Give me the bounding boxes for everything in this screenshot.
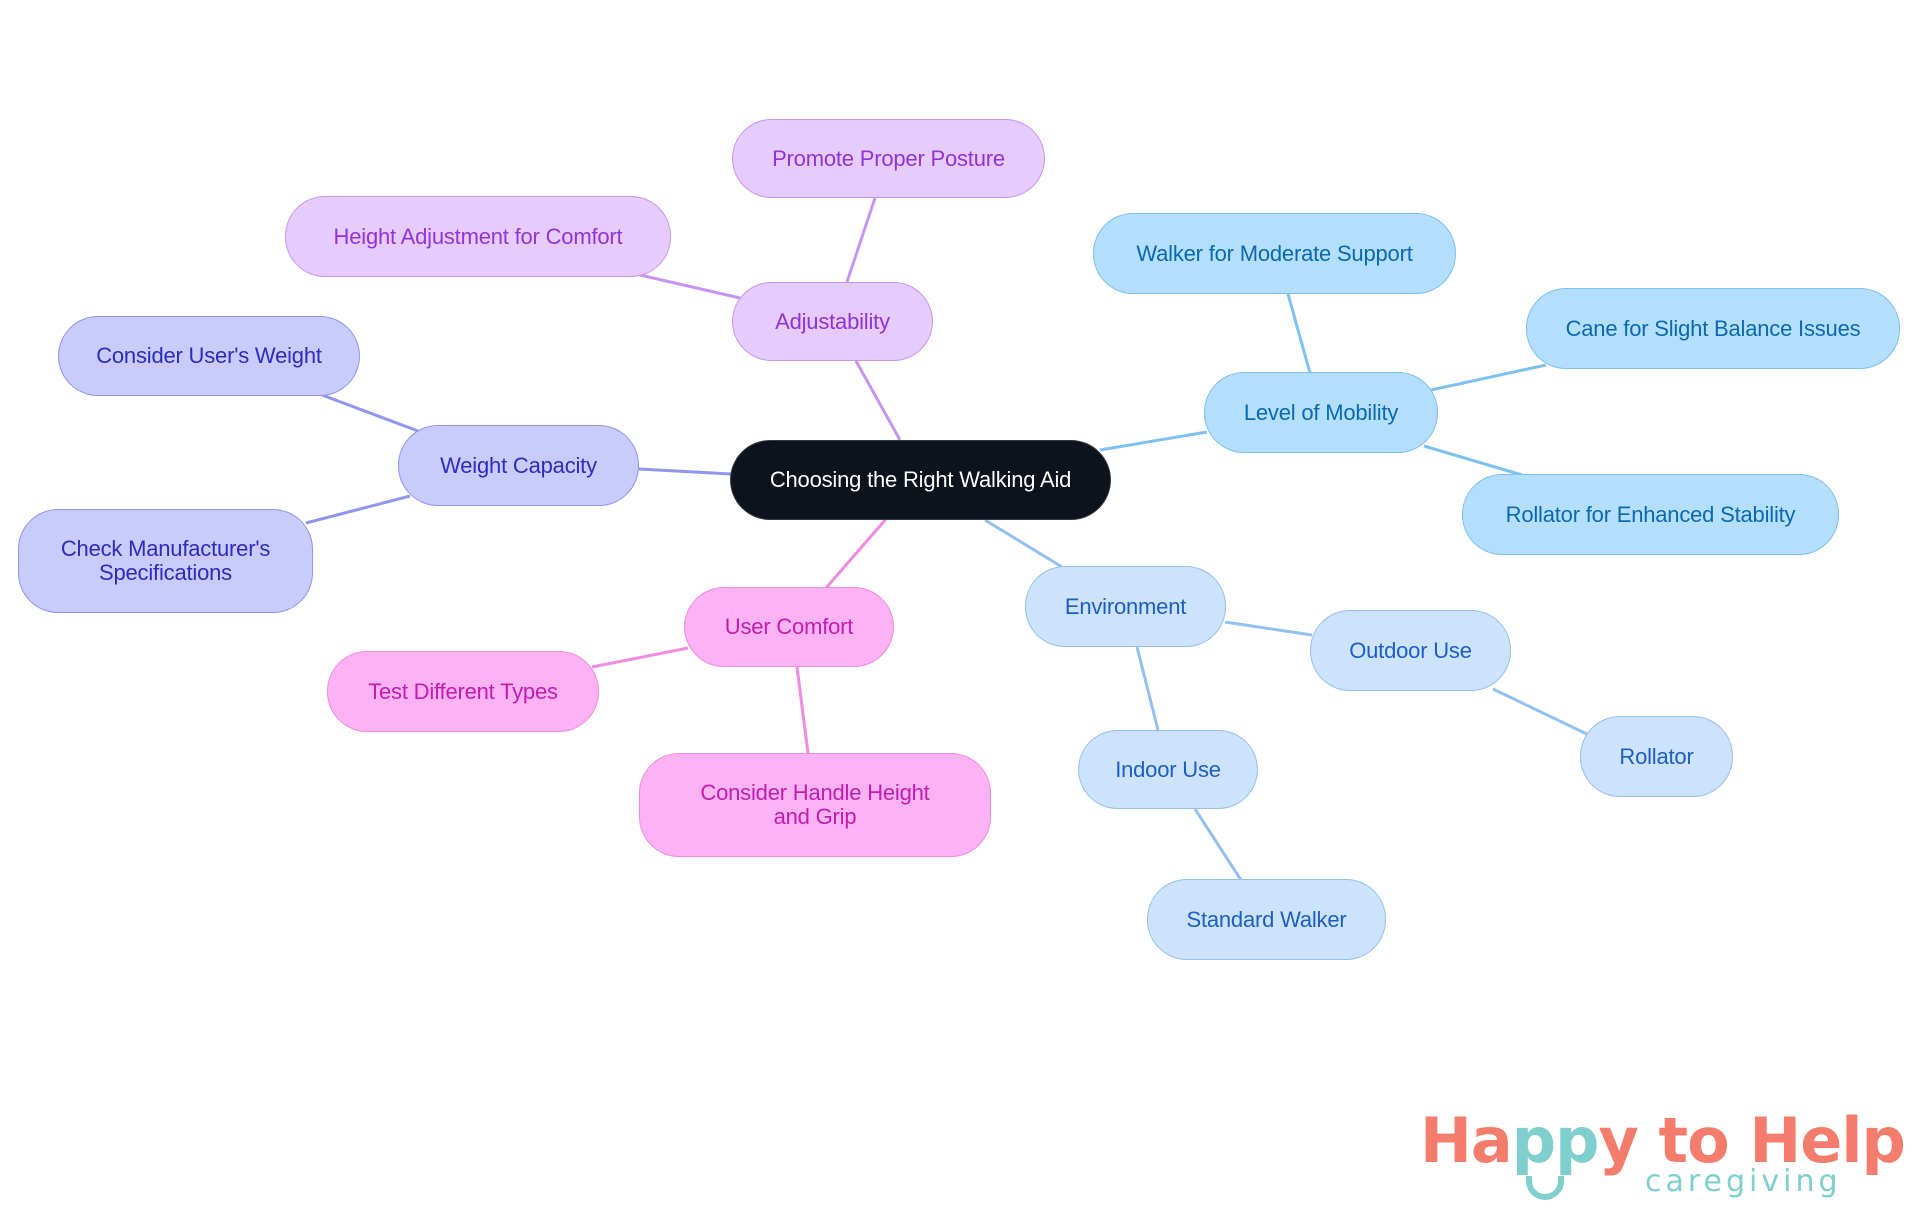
node-test-different-types[interactable]: Test Different Types	[327, 651, 599, 732]
node-label: Standard Walker	[1186, 906, 1347, 932]
node-adjustability[interactable]: Adjustability	[732, 282, 933, 361]
node-consider-users-weight[interactable]: Consider User's Weight	[58, 316, 360, 396]
node-consider-handle-height[interactable]: Consider Handle Height and Grip	[639, 753, 991, 857]
node-label: Level of Mobility	[1243, 399, 1399, 425]
node-height-adjustment[interactable]: Height Adjustment for Comfort	[285, 196, 671, 277]
edge-environment-indoor	[1135, 646, 1160, 731]
edge-environment-outdoor	[1224, 620, 1313, 637]
happy-to-help-logo: Happy to Help caregiving	[1420, 1106, 1906, 1206]
node-weight-capacity[interactable]: Weight Capacity	[398, 425, 639, 506]
node-label: Walker for Moderate Support	[1136, 240, 1413, 266]
node-label: Height Adjustment for Comfort	[333, 223, 623, 249]
node-label: Cane for Slight Balance Issues	[1565, 315, 1861, 341]
edge-weight-manufacturer	[305, 494, 411, 525]
edge-root-weight	[638, 467, 732, 476]
node-label: Outdoor Use	[1349, 637, 1472, 663]
edge-weight-userweight	[321, 393, 419, 433]
node-label: Test Different Types	[368, 678, 558, 704]
logo-subtitle: caregiving	[1645, 1164, 1842, 1199]
node-label: Consider Handle Height and Grip	[700, 780, 930, 829]
edge-adjustability-height	[639, 273, 741, 300]
node-rollator-enhanced-stability[interactable]: Rollator for Enhanced Stability	[1462, 474, 1839, 555]
edge-root-mobility	[1099, 430, 1208, 452]
edge-comfort-handle	[795, 666, 810, 754]
edge-comfort-test	[591, 646, 689, 669]
node-label: Weight Capacity	[440, 452, 597, 478]
node-label: Check Manufacturer's Specifications	[60, 536, 271, 585]
edge-root-comfort	[824, 518, 888, 589]
node-label: Environment	[1064, 593, 1187, 619]
edge-indoor-standard	[1193, 808, 1243, 881]
node-rollator[interactable]: Rollator	[1580, 716, 1733, 797]
node-label: Consider User's Weight	[96, 343, 322, 368]
edge-mobility-walker	[1286, 293, 1312, 374]
logo-wordmark: Happy to Help	[1420, 1104, 1906, 1177]
edge-root-adjustability	[854, 360, 902, 441]
node-promote-proper-posture[interactable]: Promote Proper Posture	[732, 119, 1045, 198]
root-node-label: Choosing the Right Walking Aid	[769, 467, 1072, 492]
node-label: Rollator	[1619, 743, 1694, 769]
edge-adjustability-posture	[845, 197, 877, 283]
node-label: Promote Proper Posture	[772, 145, 1005, 171]
node-environment[interactable]: Environment	[1025, 566, 1226, 647]
node-outdoor-use[interactable]: Outdoor Use	[1310, 610, 1511, 691]
edge-outdoor-rollator	[1492, 687, 1592, 738]
node-walker-moderate-support[interactable]: Walker for Moderate Support	[1093, 213, 1456, 294]
node-standard-walker[interactable]: Standard Walker	[1147, 879, 1386, 960]
node-check-manufacturer-specs[interactable]: Check Manufacturer's Specifications	[18, 509, 313, 613]
node-label: Adjustability	[775, 308, 890, 334]
edge-mobility-cane	[1430, 363, 1547, 392]
node-indoor-use[interactable]: Indoor Use	[1078, 730, 1258, 809]
node-label: Rollator for Enhanced Stability	[1505, 501, 1796, 527]
smile-icon	[1526, 1176, 1564, 1200]
node-cane-slight-balance[interactable]: Cane for Slight Balance Issues	[1526, 288, 1900, 369]
node-label: User Comfort	[724, 614, 854, 639]
node-level-of-mobility[interactable]: Level of Mobility	[1204, 372, 1438, 453]
node-label: Indoor Use	[1115, 756, 1221, 782]
edge-root-environment	[984, 518, 1063, 569]
root-node[interactable]: Choosing the Right Walking Aid	[730, 440, 1111, 520]
edge-mobility-rollator	[1423, 444, 1523, 477]
node-user-comfort[interactable]: User Comfort	[684, 587, 894, 667]
